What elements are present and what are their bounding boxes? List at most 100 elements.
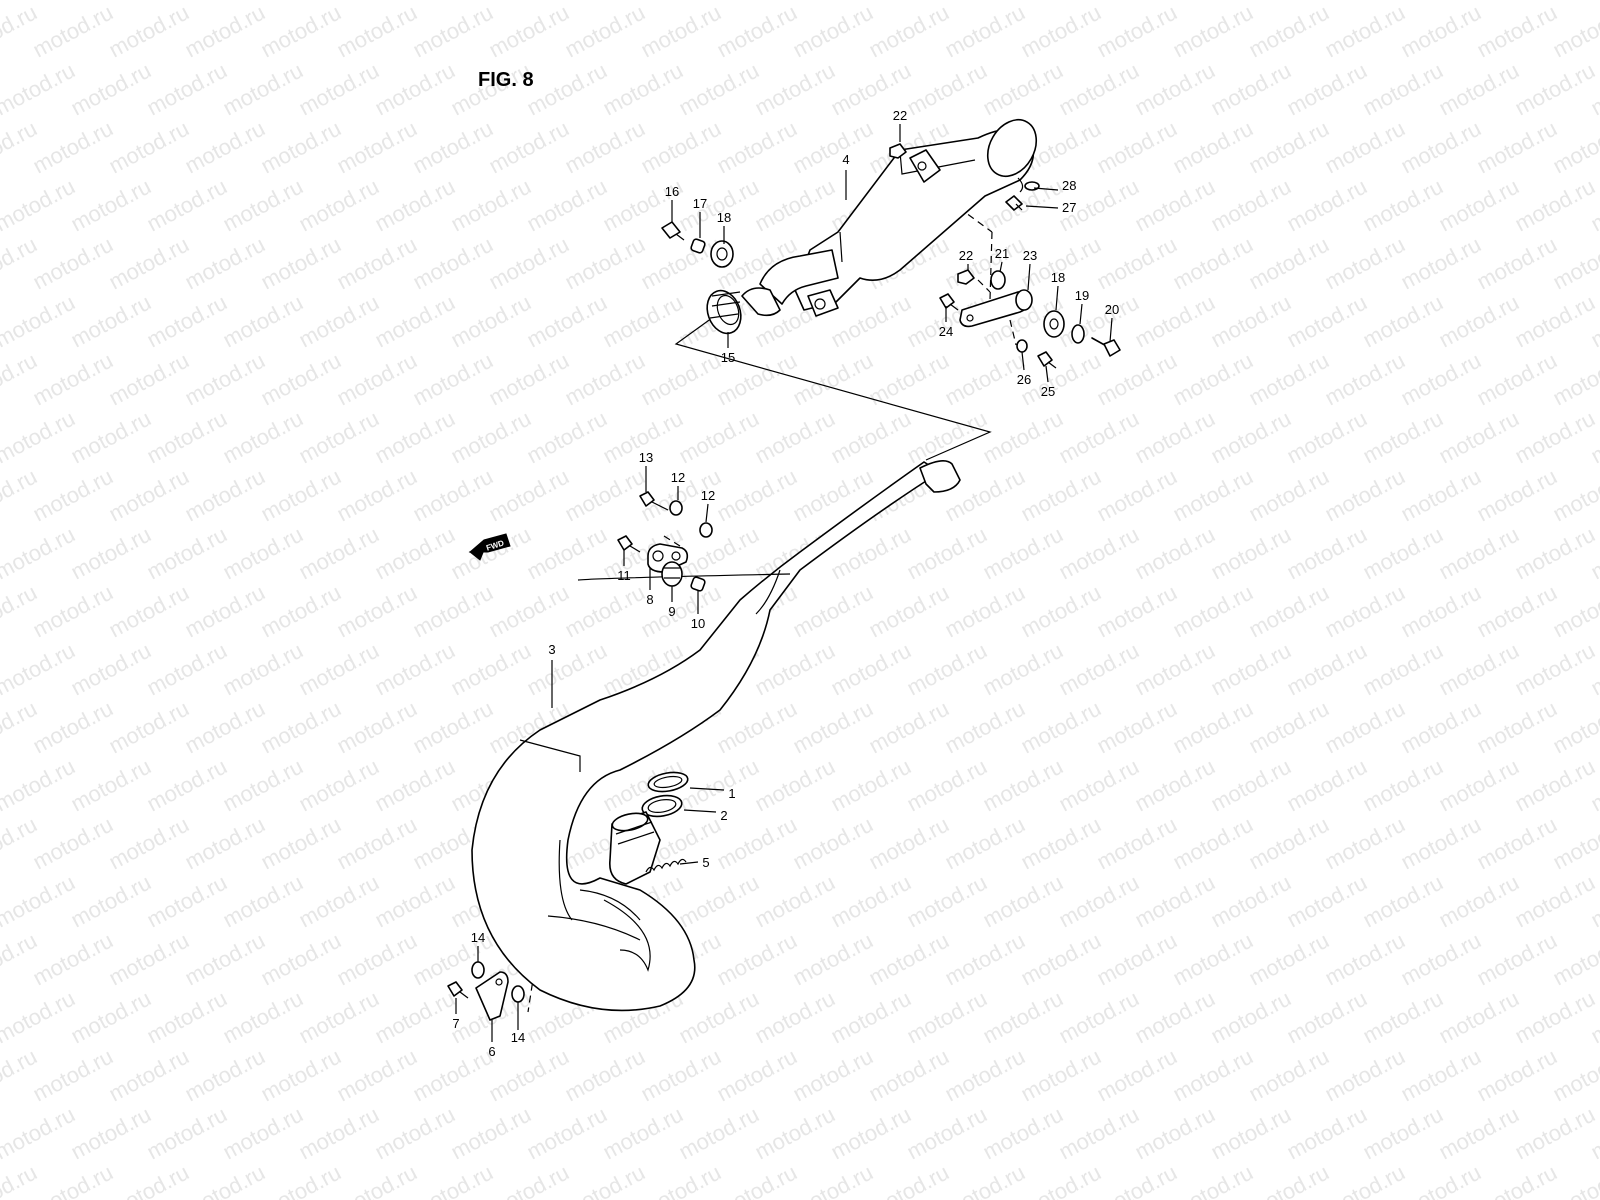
watermark-text: motod.ru: [1131, 174, 1219, 237]
watermark-text: motod.ru: [979, 406, 1067, 469]
watermark-text: motod.ru: [409, 116, 497, 179]
watermark-text: motod.ru: [1359, 522, 1447, 585]
watermark-text: motod.ru: [865, 580, 953, 643]
watermark-text: motod.ru: [371, 1102, 459, 1165]
watermark-text: motod.ru: [1093, 696, 1181, 759]
watermark-text: motod.ru: [1359, 870, 1447, 933]
watermark-text: motod.ru: [371, 58, 459, 121]
watermark-text: motod.ru: [1207, 58, 1295, 121]
watermark-text: motod.ru: [675, 174, 763, 237]
callout-3: 3: [548, 642, 555, 657]
watermark-text: motod.ru: [409, 1160, 497, 1200]
watermark-text: motod.ru: [105, 464, 193, 527]
pipe-joint-flange[interactable]: [609, 810, 661, 885]
rubber-cushion-part-18-left[interactable]: [710, 240, 734, 268]
rubber-damper-part-9[interactable]: [661, 561, 683, 587]
watermark-text: motod.ru: [865, 1160, 953, 1200]
washer-part-26[interactable]: [1016, 339, 1028, 353]
watermark-text: motod.ru: [1435, 522, 1523, 585]
washer-part-12-lower[interactable]: [699, 522, 713, 538]
spring-part-5[interactable]: [645, 858, 687, 873]
watermark-text: motod.ru: [181, 116, 269, 179]
nut-part-22-right[interactable]: [957, 269, 975, 285]
watermark-text: motod.ru: [1093, 580, 1181, 643]
watermark-text: motod.ru: [751, 58, 839, 121]
watermark-text: motod.ru: [1169, 0, 1257, 62]
watermark-text: motod.ru: [1283, 58, 1371, 121]
collar-part-17[interactable]: [690, 238, 706, 254]
collar-part-10[interactable]: [690, 576, 706, 592]
watermark-text: motod.ru: [295, 1102, 383, 1165]
bolt-part-16[interactable]: [661, 221, 685, 241]
watermark-text: motod.ru: [1131, 870, 1219, 933]
watermark-text: motod.ru: [333, 696, 421, 759]
watermark-text: motod.ru: [29, 696, 117, 759]
gasket-ring-part-15[interactable]: [701, 286, 746, 338]
callout-17: 17: [693, 196, 707, 211]
gasket-part-1[interactable]: [647, 770, 690, 795]
watermark-text: motod.ru: [143, 406, 231, 469]
watermark-text: motod.ru: [29, 348, 117, 411]
watermark-text: motod.ru: [675, 870, 763, 933]
callout-22-right: 22: [959, 248, 973, 263]
watermark-text: motod.ru: [1169, 232, 1257, 295]
watermark-text: motod.ru: [1473, 812, 1561, 875]
watermark-text: motod.ru: [257, 580, 345, 643]
washer-part-12-upper[interactable]: [669, 500, 683, 516]
bolt-part-7[interactable]: [447, 981, 469, 999]
watermark-text: motod.ru: [29, 1044, 117, 1107]
washer-part-14-lower[interactable]: [511, 985, 525, 1003]
callout-24: 24: [939, 324, 953, 339]
bolt-part-11[interactable]: [617, 535, 641, 553]
watermark-text: motod.ru: [1131, 986, 1219, 1049]
watermark-text: motod.ru: [67, 986, 155, 1049]
watermark-text: motod.ru: [561, 1044, 649, 1107]
bolt-part-25[interactable]: [1037, 351, 1057, 369]
watermark-text: motod.ru: [903, 522, 991, 585]
nut-part-22-top[interactable]: [889, 143, 907, 159]
watermark-text: motod.ru: [637, 232, 725, 295]
watermark-text: motod.ru: [751, 986, 839, 1049]
watermark-text: motod.ru: [447, 638, 535, 701]
watermark-text: motod.ru: [599, 58, 687, 121]
watermark-text: motod.ru: [941, 580, 1029, 643]
bracket-part-6[interactable]: [475, 971, 509, 1021]
gasket-part-2[interactable]: [641, 793, 684, 820]
callout-21: 21: [995, 246, 1009, 261]
bolt-part-20[interactable]: [1091, 337, 1121, 357]
bolt-part-27[interactable]: [1005, 195, 1023, 211]
watermark-text: motod.ru: [941, 0, 1029, 62]
watermark-text: motod.ru: [219, 406, 307, 469]
washer-part-14-upper[interactable]: [471, 961, 485, 979]
watermark-text: motod.ru: [67, 174, 155, 237]
watermark-text: motod.ru: [67, 638, 155, 701]
bracket-part-23[interactable]: [959, 289, 1033, 328]
watermark-text: motod.ru: [1511, 1102, 1599, 1165]
washer-part-21[interactable]: [990, 270, 1006, 290]
bolt-part-24[interactable]: [939, 293, 959, 311]
washer-part-19[interactable]: [1071, 324, 1085, 344]
watermark-text: motod.ru: [1283, 522, 1371, 585]
bolt-part-13[interactable]: [639, 491, 669, 511]
watermark-text: motod.ru: [0, 1160, 41, 1200]
callout-26: 26: [1017, 372, 1031, 387]
watermark-text: motod.ru: [371, 754, 459, 817]
watermark-text: motod.ru: [1435, 290, 1523, 353]
callout-16: 16: [665, 184, 679, 199]
muffler-part-4[interactable]: [741, 111, 1046, 317]
watermark-text: motod.ru: [1169, 116, 1257, 179]
watermark-text: motod.ru: [1435, 174, 1523, 237]
watermark-text: motod.ru: [181, 928, 269, 991]
watermark-text: motod.ru: [789, 116, 877, 179]
watermark-text: motod.ru: [67, 406, 155, 469]
exhaust-pipe-part-3[interactable]: [471, 460, 961, 1012]
watermark-text: motod.ru: [105, 580, 193, 643]
watermark-text: motod.ru: [1473, 464, 1561, 527]
callout-20: 20: [1105, 302, 1119, 317]
rubber-cushion-part-18-right[interactable]: [1043, 310, 1065, 338]
watermark-text: motod.ru: [333, 1044, 421, 1107]
watermark-text: motod.ru: [1511, 0, 1599, 4]
watermark-text: motod.ru: [1321, 464, 1409, 527]
watermark-text: motod.ru: [1511, 290, 1599, 353]
watermark-text: motod.ru: [143, 1102, 231, 1165]
